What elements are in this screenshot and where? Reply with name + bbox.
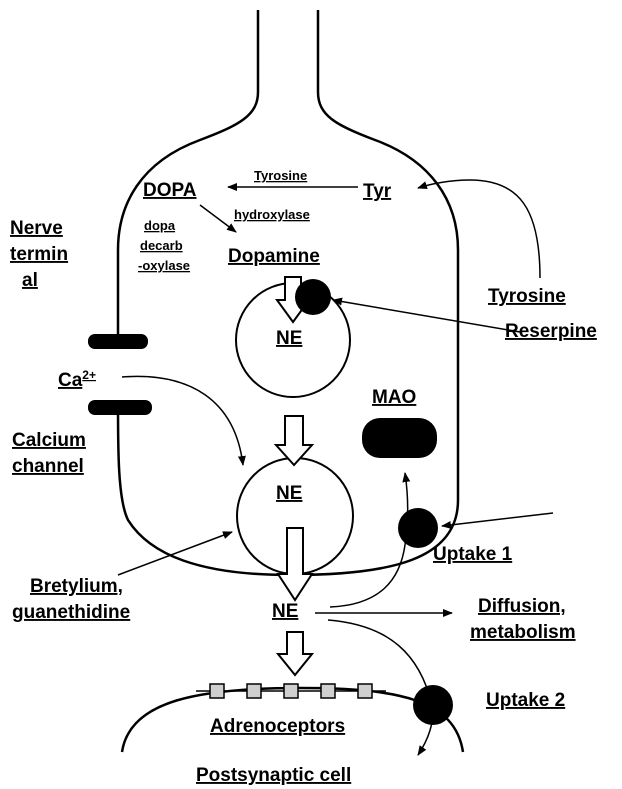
label-mao: MAO xyxy=(372,387,416,408)
label-diffusion-1: Diffusion, xyxy=(478,596,566,617)
label-tyrosine-hydroxylase-1: Tyrosine xyxy=(254,168,307,183)
label-tyrosine-hydroxylase-2: hydroxylase xyxy=(234,207,310,222)
label-ne-vesicle-top: NE xyxy=(276,328,302,349)
calcium-channel-lower xyxy=(88,400,152,415)
arrow-tyrosine-uptake xyxy=(418,180,540,278)
label-dopa-decarb-3: -oxylase xyxy=(138,258,190,273)
uptake1-transporter xyxy=(398,508,438,548)
label-bretylium-2: guanethidine xyxy=(12,602,130,623)
label-postsynaptic-cell: Postsynaptic cell xyxy=(196,765,351,786)
label-ne-synapse: NE xyxy=(272,601,298,622)
reserpine-block-dot xyxy=(295,279,331,315)
arrow-dopa-to-dopamine xyxy=(200,205,236,232)
label-nerve-terminal-3: al xyxy=(22,270,38,291)
label-dopa: DOPA xyxy=(143,180,197,201)
label-calcium-channel-2: channel xyxy=(12,456,84,477)
label-dopa-decarb-2: decarb xyxy=(140,238,183,253)
label-tyr: Tyr xyxy=(363,181,392,202)
label-diffusion-2: metabolism xyxy=(470,622,576,643)
label-reserpine: Reserpine xyxy=(505,321,597,342)
label-tyrosine: Tyrosine xyxy=(488,286,566,307)
adrenoceptor-1 xyxy=(210,684,224,698)
mao-block xyxy=(362,418,437,458)
label-nerve-terminal-1: Nerve xyxy=(10,218,63,239)
arrow-calcium-influx xyxy=(122,376,243,465)
label-calcium: Ca2+ xyxy=(58,368,96,391)
label-calcium-channel-1: Calcium xyxy=(12,430,86,451)
adrenoceptor-4 xyxy=(321,684,335,698)
label-ne-vesicle-bottom: NE xyxy=(276,483,302,504)
label-uptake2: Uptake 2 xyxy=(486,690,565,711)
adrenoceptor-2 xyxy=(247,684,261,698)
arrow-uptake1-external xyxy=(442,513,553,526)
label-bretylium-1: Bretylium, xyxy=(30,576,123,597)
label-dopa-decarb-1: dopa xyxy=(144,218,176,233)
label-adrenoceptors: Adrenoceptors xyxy=(210,716,345,737)
label-nerve-terminal-2: termin xyxy=(10,244,68,265)
block-arrow-vesicle-to-vesicle xyxy=(276,416,312,465)
adrenoceptor-5 xyxy=(358,684,372,698)
calcium-channel-upper xyxy=(88,334,148,349)
label-dopamine: Dopamine xyxy=(228,246,320,267)
adrenoceptor-3 xyxy=(284,684,298,698)
label-uptake1: Uptake 1 xyxy=(433,544,513,565)
block-arrow-to-receptors xyxy=(278,632,312,675)
